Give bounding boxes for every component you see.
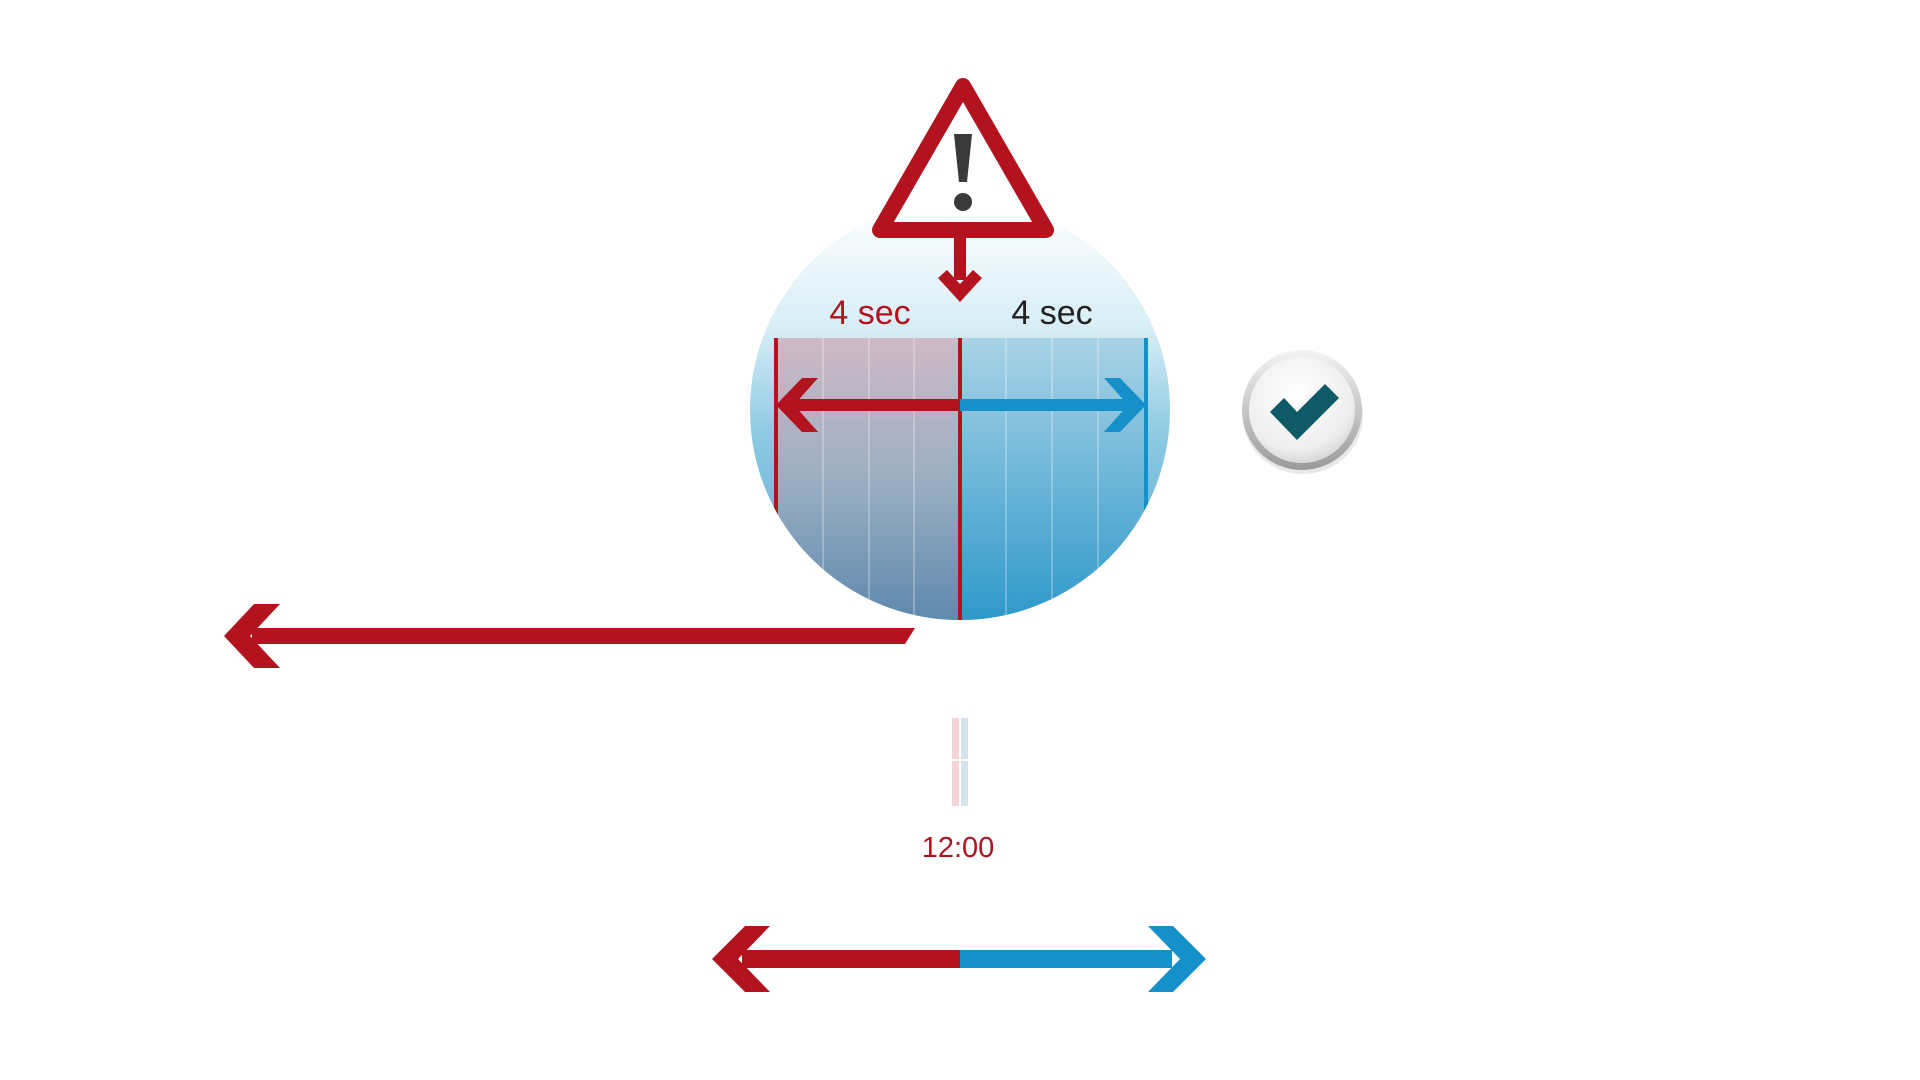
interval-double-arrow [712,926,1206,992]
checkmark-icon [1270,384,1339,440]
timeline-marker [952,718,968,806]
zoom-arrow-right-head [1104,378,1146,432]
zoom-arrow-right-shaft [960,399,1132,411]
warning-triangle-icon [872,78,1054,238]
zoom-arrow-left-shaft [790,399,960,411]
zoom-arrow-left-head [776,378,818,432]
confirm-button[interactable] [1242,350,1363,474]
exclamation-icon [954,134,972,182]
past-interval-label: 4 sec [829,294,910,332]
zoom-circle [750,200,1170,620]
future-interval-label: 4 sec [1011,294,1092,332]
long-past-arrow [224,604,915,668]
warning-pointer-arrow [938,232,982,302]
time-label: 12:00 [922,832,995,864]
